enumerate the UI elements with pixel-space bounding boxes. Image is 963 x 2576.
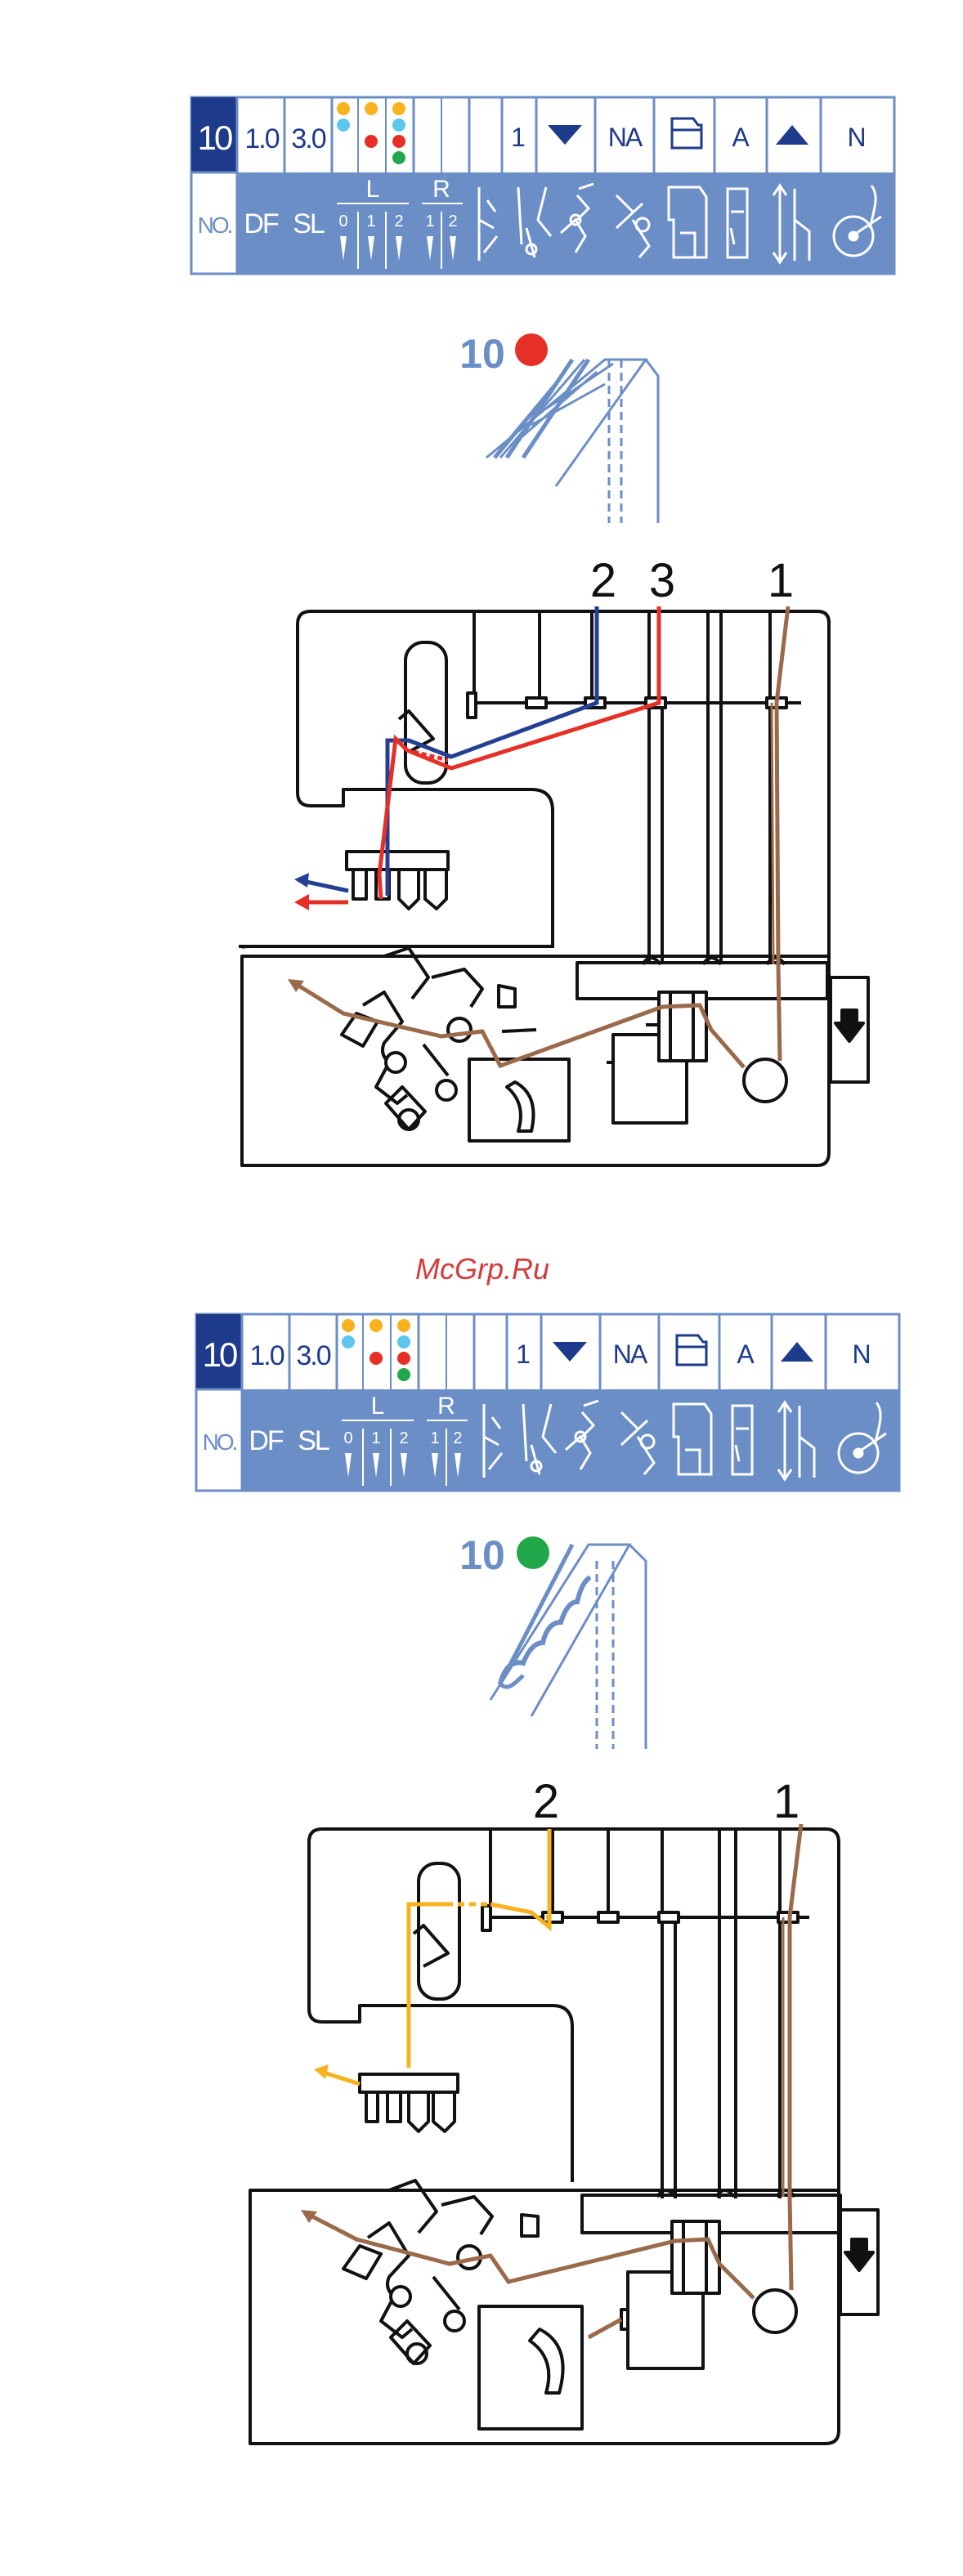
left-needle-1: 1 [366, 212, 375, 230]
section-2-canvas: 10 1.0 3.0 1 NA [0, 1299, 963, 2542]
thread-label-2: 2 [590, 554, 616, 607]
thread-label-2: 2 [533, 1775, 559, 1828]
sl-label: SL [298, 1425, 329, 1456]
na-label: NA [613, 1339, 648, 1369]
l-label: L [366, 176, 380, 203]
left-needle-2: 2 [394, 212, 403, 230]
stitch-illustration: 10 [459, 331, 658, 523]
sl-label: SL [293, 208, 325, 239]
df-value: 1.0 [244, 123, 279, 154]
sl-value: 3.0 [291, 123, 325, 154]
thread-label-1: 1 [773, 1775, 800, 1828]
n-label: N [847, 123, 866, 152]
watermark: McGrp.Ru [360, 1252, 605, 1286]
l-label: L [371, 1393, 385, 1420]
df-value: 1.0 [249, 1340, 284, 1371]
stitch-color-dot [517, 1536, 549, 1569]
settings-table: 10 1.0 3.0 1 NA [191, 97, 894, 274]
n-label: N [852, 1339, 871, 1369]
a-label: A [732, 123, 750, 152]
section-1-canvas: 10 1.0 3.0 1 NA [0, 0, 963, 1185]
left-needle-1: 1 [371, 1429, 380, 1447]
stitch-color-dot [515, 333, 548, 366]
section-1: 10 1.0 3.0 1 NA [0, 0, 963, 1185]
sl-value: 3.0 [296, 1340, 330, 1371]
left-needle-2: 2 [399, 1429, 408, 1447]
right-needle-1: 1 [425, 212, 434, 230]
thread-label-1: 1 [768, 554, 794, 607]
section-2: 10 1.0 3.0 1 NA [0, 1299, 963, 2542]
r-label: R [437, 1393, 455, 1420]
a-label: A [737, 1339, 755, 1369]
df-label: DF [249, 1425, 284, 1456]
right-needle-2: 2 [448, 212, 457, 230]
no-value: 10 [198, 119, 232, 157]
tension-value: 1 [516, 1339, 531, 1369]
r-label: R [432, 176, 450, 203]
na-label: NA [608, 123, 643, 152]
settings-table: 10 1.0 3.0 1 NA [196, 1314, 899, 1491]
stitch-number: 10 [459, 331, 505, 377]
stitch-number: 10 [459, 1532, 505, 1578]
stitch-illustration: 10 [459, 1532, 646, 1749]
right-needle-1: 1 [430, 1429, 439, 1447]
tension-value: 1 [511, 123, 526, 152]
right-needle-2: 2 [453, 1429, 462, 1447]
thread-label-3: 3 [649, 554, 675, 607]
no-label: NO. [198, 212, 232, 238]
left-needle-0: 0 [343, 1429, 352, 1447]
left-needle-0: 0 [338, 212, 347, 230]
no-label: NO. [203, 1429, 237, 1455]
df-label: DF [244, 208, 279, 239]
no-value: 10 [203, 1335, 237, 1374]
